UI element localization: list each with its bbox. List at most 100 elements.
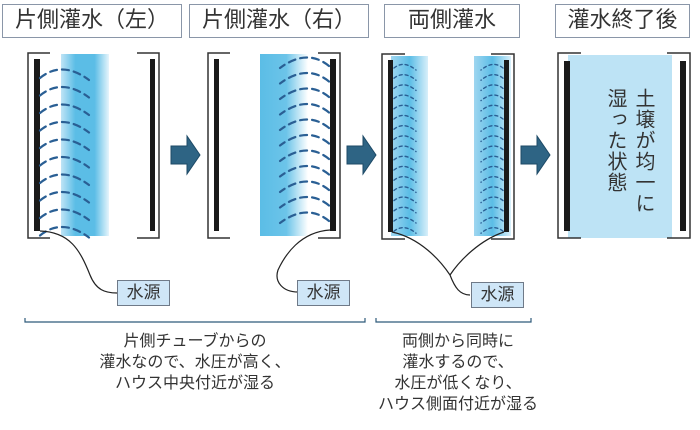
panel-both-sides <box>381 53 515 296</box>
panel-title-one-side-left: 片側灌水（左） <box>2 4 182 38</box>
irrigation-tube-right <box>504 60 509 232</box>
spray-arc <box>480 227 504 234</box>
panel-one-side-left <box>27 52 160 294</box>
spray-arc <box>278 87 331 101</box>
irrigation-tube-left <box>388 60 393 232</box>
wall-bar <box>150 59 155 231</box>
water-hose <box>39 230 118 294</box>
spray-arc <box>393 74 417 81</box>
water-zone <box>61 54 109 236</box>
spray-arc <box>480 74 504 81</box>
spray-arc <box>393 135 417 143</box>
water-hose-right <box>449 231 505 276</box>
spray-arc <box>480 186 504 194</box>
arrow-right-icon <box>170 134 201 176</box>
spray-arc <box>278 211 331 225</box>
water-zone-left <box>391 56 428 236</box>
bed-bracket-left <box>27 52 50 239</box>
spray-arc <box>480 114 504 122</box>
after-description: 土壌が均一に 湿った状態 <box>602 88 658 214</box>
bed-bracket-right <box>137 52 160 239</box>
spray-arc <box>480 63 504 71</box>
spray-arc <box>38 225 91 239</box>
caption-line: ハウス中央付近が湿る <box>114 373 275 392</box>
spray-arc <box>393 227 417 234</box>
wall-bar <box>680 61 686 231</box>
panel-title-after: 灌水終了後 <box>555 4 690 38</box>
spray-arc <box>480 94 504 102</box>
spray-arc <box>480 206 504 214</box>
caption-line: 片側チューブからの <box>123 331 267 350</box>
spray-arc <box>480 135 504 143</box>
bed-bracket-right <box>318 52 341 239</box>
bed-bracket-right <box>667 52 691 239</box>
spray-arc <box>480 165 504 173</box>
brace-both-sides <box>375 318 532 323</box>
spray-arc <box>480 145 504 153</box>
spray-arc <box>393 94 417 102</box>
spray-arc <box>278 164 331 178</box>
spray-arc <box>393 125 417 132</box>
spray-arc <box>278 71 331 85</box>
water-hose <box>276 229 331 293</box>
spray-arc <box>393 196 417 204</box>
spray-arc <box>38 68 91 82</box>
caption-line: 両側から同時に <box>401 331 514 350</box>
spray-arc <box>393 84 417 92</box>
spray-arc <box>38 103 91 117</box>
spray-arc <box>480 104 504 112</box>
spray-arc <box>480 125 504 132</box>
spray-arc <box>393 176 417 183</box>
spray-arc <box>480 84 504 92</box>
wet-soil <box>568 55 672 238</box>
caption-line: ハウス側面付近が湿る <box>377 394 538 413</box>
spray-arc <box>393 206 417 214</box>
spray-arc <box>38 155 91 169</box>
caption-line: 水圧が低くなり、 <box>394 373 522 392</box>
panel-after <box>557 52 691 239</box>
caption-both-sides: 両側から同時に 灌水するので、 水圧が低くなり、 ハウス側面付近が湿る <box>358 330 558 414</box>
wall-bar <box>564 61 570 231</box>
water-source-box: 水源 <box>471 282 524 308</box>
spray-arc <box>278 56 331 70</box>
spray-arc <box>278 102 331 116</box>
spray-arc <box>38 138 91 152</box>
brace-one-side <box>24 318 366 323</box>
after-line-2: 湿った状態 <box>604 88 628 193</box>
spray-arc <box>38 208 91 222</box>
spray-pattern <box>38 68 91 239</box>
spray-arc <box>480 176 504 183</box>
bed-bracket-left <box>557 52 581 239</box>
caption-one-side: 片側チューブからの 灌水なので、水圧が高く、 ハウス中央付近が湿る <box>80 330 310 393</box>
spray-arc <box>480 155 504 163</box>
bed-bracket-left <box>207 52 230 239</box>
spray-arc <box>480 216 504 224</box>
wall-bar <box>214 59 219 231</box>
spray-arc <box>278 133 331 147</box>
spray-arc <box>38 85 91 99</box>
spray-arc <box>393 186 417 194</box>
irrigation-tube <box>330 59 336 231</box>
arrow-right-icon <box>346 134 377 176</box>
spray-arc <box>393 63 417 71</box>
arrow-right-icon <box>520 134 551 176</box>
after-line-1: 土壌が均一に <box>632 88 656 214</box>
spray-arc <box>393 114 417 122</box>
spray-arc <box>278 118 331 132</box>
spray-arc <box>278 149 331 163</box>
spray-arc <box>393 155 417 163</box>
bed-bracket-left <box>381 53 405 240</box>
water-source-box: 水源 <box>117 280 170 306</box>
bed-bracket-right <box>491 53 515 240</box>
spray-pattern <box>393 63 504 234</box>
spray-arc <box>393 145 417 153</box>
spray-arc <box>393 104 417 112</box>
caption-line: 灌水なので、水圧が高く、 <box>99 352 291 371</box>
spray-arc <box>393 165 417 173</box>
caption-line: 灌水するので、 <box>402 352 514 371</box>
spray-arc <box>38 190 91 204</box>
spray-arc <box>278 180 331 194</box>
spray-arc <box>480 196 504 204</box>
irrigation-tube <box>34 59 40 231</box>
